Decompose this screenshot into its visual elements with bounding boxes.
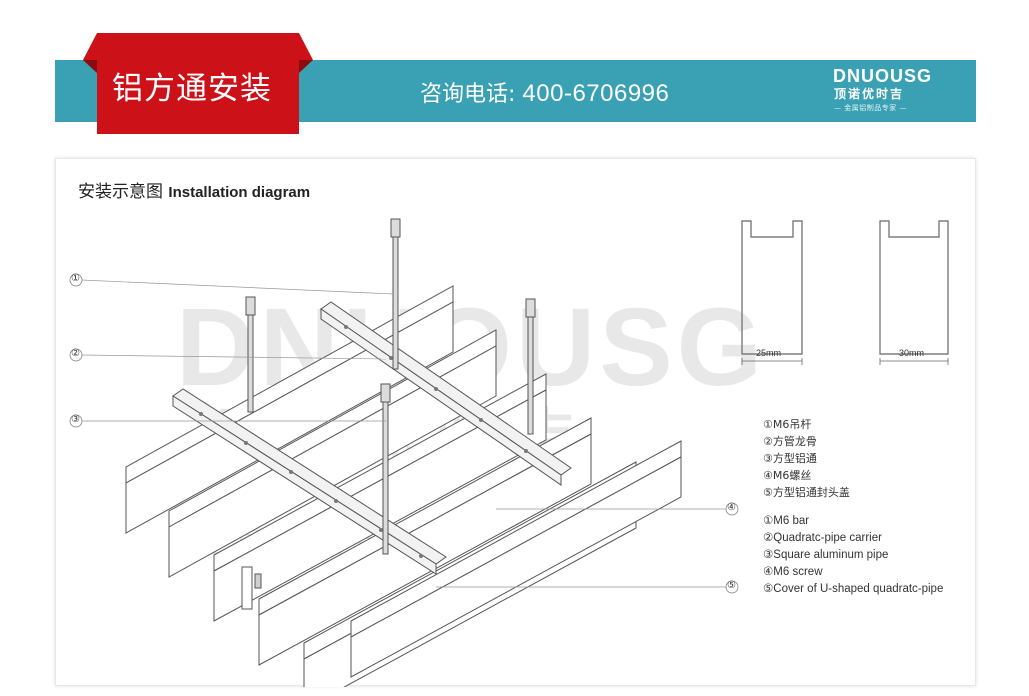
profile-width-label: 25mm — [756, 348, 782, 358]
profile-width-label: 30mm — [899, 348, 925, 358]
legend-item-en: ⑤Cover of U-shaped quadratc-pipe — [763, 583, 944, 595]
callout-5: ⑤ — [727, 580, 736, 591]
legend-item-en: ③Square aluminum pipe — [763, 549, 889, 561]
title-tab: 铝方通安装 — [83, 33, 313, 134]
hanger-bar — [380, 383, 391, 555]
legend-item: ①M6吊杆 — [763, 418, 812, 431]
hotline: 咨询电话: 400-6706996 — [420, 76, 669, 108]
hotline-label: 咨询电话: — [420, 82, 523, 107]
brand-logo-text: DNUOUSG — [833, 66, 933, 86]
legend-item-en: ②Quadratc-pipe carrier — [763, 532, 882, 544]
aluminum-pipe — [213, 373, 547, 622]
legend-item-en: ④M6 screw — [763, 566, 823, 578]
brand-slogan: — 金属铝制品专家 — — [834, 104, 907, 112]
end-cap — [241, 566, 262, 610]
legend-item-en: ①M6 bar — [763, 515, 810, 527]
callout-3: ③ — [71, 414, 80, 425]
diagram-title-cn: 安装示意图 — [78, 182, 163, 202]
legend-item: ⑤方型铝通封头盖 — [763, 486, 850, 499]
callout-1: ① — [71, 273, 80, 284]
installation-drawing — [69, 218, 949, 687]
pipe-carrier — [172, 388, 447, 575]
brand-name-cn: 顶诺优时吉 — [834, 87, 905, 101]
legend-item: ③方型铝通 — [763, 452, 817, 465]
diagram-title-en: Installation diagram — [168, 184, 311, 201]
diagram-title: 安装示意图 Installation diagram — [78, 177, 310, 202]
page-title: 铝方通安装 — [112, 71, 272, 107]
profile-25mm — [741, 220, 803, 355]
legend-item: ④M6螺丝 — [763, 469, 812, 482]
callout-4: ④ — [727, 502, 736, 513]
profile-30mm — [879, 220, 949, 355]
callout-2: ② — [71, 348, 80, 359]
hotline-number[interactable]: 400-6706996 — [522, 80, 670, 107]
aluminum-pipe — [350, 440, 682, 678]
title-tab-shape — [83, 33, 313, 134]
diagram-panel: 安装示意图 Installation diagram DNUOUSG 顶诺优时吉… — [55, 158, 976, 687]
hanger-bar — [245, 296, 256, 413]
legend-item: ②方管龙骨 — [763, 435, 817, 448]
hanger-bar — [525, 298, 536, 435]
